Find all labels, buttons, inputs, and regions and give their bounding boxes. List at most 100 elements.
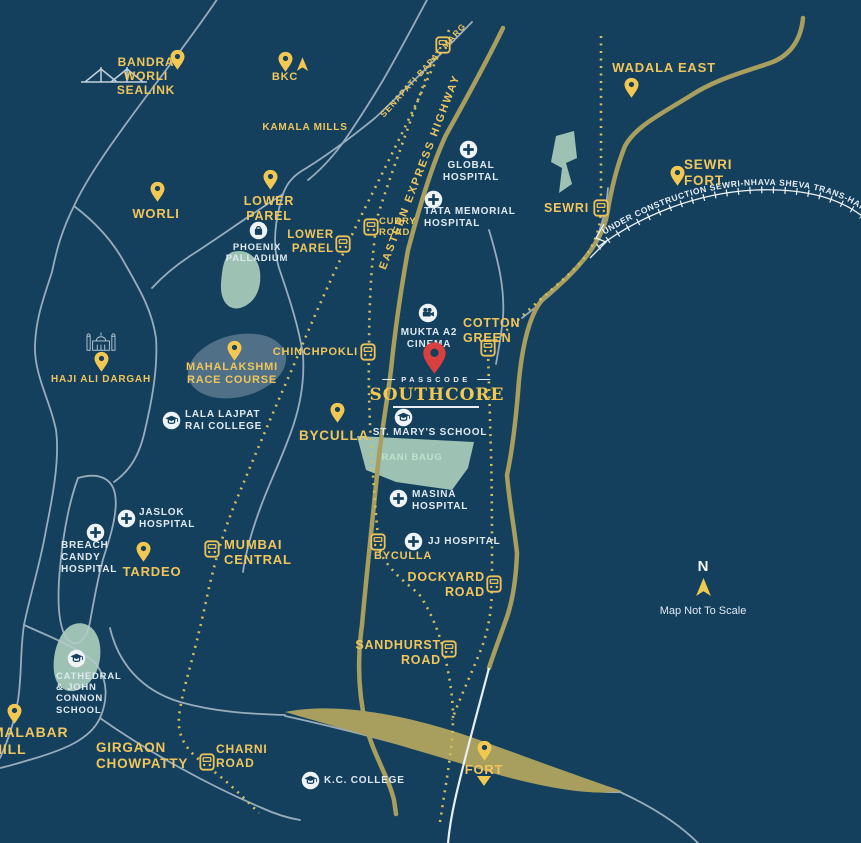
passcode-label-row: PASSCODE: [382, 375, 490, 384]
place-label-malabar-hill: MALABARHILL: [0, 724, 68, 757]
education-icon: [67, 649, 86, 668]
place-label-line: & JOHN: [56, 682, 97, 694]
station-icon: [593, 199, 609, 217]
hospital-icon: [117, 509, 136, 528]
southcore-underline: [393, 406, 479, 408]
place-label-line: HOSPITAL: [424, 217, 481, 229]
place-label-line: CENTRAL: [224, 552, 292, 568]
pin-icon: [135, 541, 152, 563]
compass-arrow-icon: [695, 577, 712, 598]
place-label-kamala-mills: KAMALA MILLS: [262, 122, 347, 134]
place-label-line: FORT: [684, 172, 724, 188]
place-label-line: DOCKYARD: [407, 570, 485, 584]
place-label-jj-hospital: JJ HOSPITAL: [428, 536, 501, 548]
southcore-wordmark: SOUTHCORE: [369, 385, 505, 405]
southcore-pin-icon: [421, 341, 448, 376]
place-label-tardeo: TARDEO: [123, 564, 182, 579]
place-label-line: WADALA EAST: [612, 60, 716, 75]
passcode-label: PASSCODE: [401, 375, 471, 384]
place-label-rani-baug: RANI BAUG: [381, 452, 442, 463]
plane-icon: [296, 57, 309, 72]
education-icon: [394, 408, 413, 427]
place-label-line: COTTON: [463, 316, 521, 330]
pin-icon: [476, 740, 493, 762]
place-label-line: CHINCHPOKLI: [272, 346, 358, 358]
place-label-byculla-place: BYCULLA: [299, 428, 369, 444]
place-label-line: HAJI ALI DARGAH: [51, 374, 151, 385]
place-label-line: HOSPITAL: [61, 563, 118, 575]
compass-north-label: N: [697, 558, 709, 575]
pin-icon: [93, 351, 110, 373]
place-label-line: TARDEO: [122, 564, 182, 579]
hospital-icon: [86, 523, 105, 542]
place-label-line: GLOBAL: [447, 160, 495, 171]
station-icon: [370, 533, 386, 551]
passcode-dash-right: [476, 378, 490, 381]
place-label-line: RAI COLLEGE: [185, 420, 263, 432]
station-icon: [441, 640, 457, 658]
place-label-line: ROAD: [444, 584, 485, 599]
place-label-line: LOWER: [287, 229, 334, 241]
place-label-line: GREEN: [463, 330, 512, 345]
place-label-line: BKC: [271, 71, 299, 83]
place-label-line: JASLOK: [139, 507, 185, 518]
place-label-line: PALLADIUM: [225, 253, 289, 265]
place-label-haji-ali-dargah: HAJI ALI DARGAH: [51, 374, 151, 386]
place-label-line: MUMBAI: [224, 537, 283, 552]
pin-icon: [329, 402, 346, 424]
place-label-line: SEWRI: [684, 157, 733, 172]
cinema-icon: [418, 303, 438, 323]
place-label-line: BANDRA: [117, 55, 175, 69]
place-label-line: SANDHURST: [355, 638, 441, 652]
race-course-area: [187, 333, 287, 399]
pin-icon: [226, 340, 243, 362]
pin-icon: [149, 181, 166, 203]
place-label-line: SEALINK: [116, 83, 176, 98]
passcode-dash-left: [382, 378, 396, 381]
place-label-line: ST. MARY'S SCHOOL: [372, 427, 488, 438]
place-label-fort: FORT: [465, 762, 504, 777]
place-label-line: TATA MEMORIAL: [424, 206, 516, 217]
place-label-line: CATHEDRAL: [56, 671, 122, 682]
hospital-icon: [404, 532, 423, 551]
place-label-line: HOSPITAL: [412, 500, 469, 512]
pin-icon: [623, 77, 640, 99]
place-label-line: PAREL: [246, 208, 292, 223]
place-label-line: KAMALA MILLS: [262, 122, 348, 133]
minor-roads: [0, 0, 699, 843]
place-label-line: WORLI: [124, 69, 168, 84]
place-label-line: BYCULLA: [298, 428, 370, 443]
pin-icon: [6, 703, 23, 725]
station-icon: [486, 575, 502, 593]
place-label-line: MASINA: [412, 489, 457, 500]
hospital-icon: [389, 489, 408, 508]
place-label-st-marys-school: ST. MARY'S SCHOOL: [373, 427, 488, 439]
place-label-line: ROAD: [379, 227, 411, 239]
place-label-wadala-east: WADALA EAST: [612, 60, 716, 75]
place-label-line: ROAD: [216, 756, 255, 771]
place-label-byculla-station: BYCULLA: [374, 550, 432, 563]
map-scale-note: Map Not To Scale: [659, 605, 747, 617]
place-label-line: WORLI: [132, 206, 180, 221]
pin-icon: [669, 165, 686, 187]
major-roads: [356, 15, 806, 817]
place-label-line: CANDY: [61, 551, 101, 563]
fort-road: [446, 667, 491, 843]
